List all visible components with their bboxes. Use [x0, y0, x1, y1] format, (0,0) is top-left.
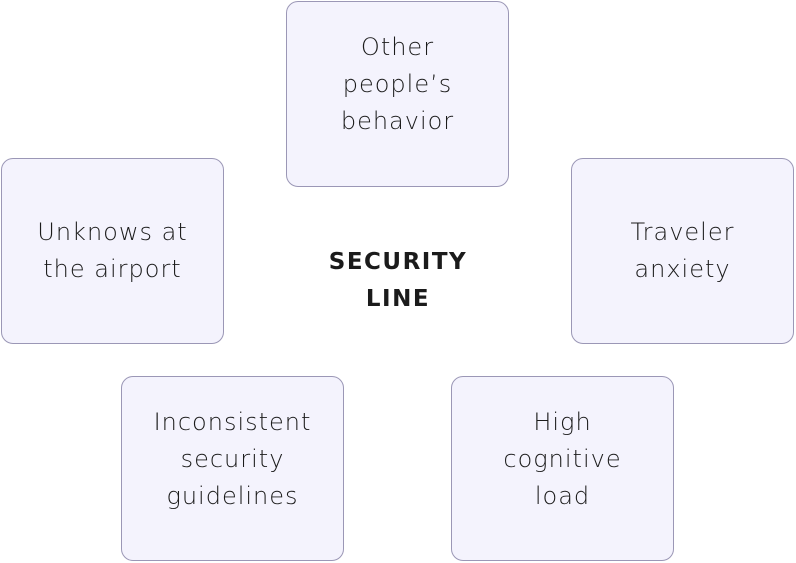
node-high-cognitive-load: High cognitive load	[451, 376, 674, 561]
node-label: Traveler anxiety	[630, 218, 735, 283]
node-other-peoples-behavior: Other people’s behavior	[286, 1, 509, 187]
node-label: Inconsistent security guidelines	[153, 408, 312, 510]
center-title: SECURITY LINE	[328, 249, 468, 312]
node-inconsistent-security-guidelines: Inconsistent security guidelines	[121, 376, 344, 561]
node-traveler-anxiety: Traveler anxiety	[571, 158, 794, 344]
node-label: Unknows at the airport	[37, 218, 188, 283]
node-unknows-at-the-airport: Unknows at the airport	[1, 158, 224, 344]
node-label: Other people’s behavior	[340, 32, 455, 135]
node-label: High cognitive load	[503, 408, 622, 510]
